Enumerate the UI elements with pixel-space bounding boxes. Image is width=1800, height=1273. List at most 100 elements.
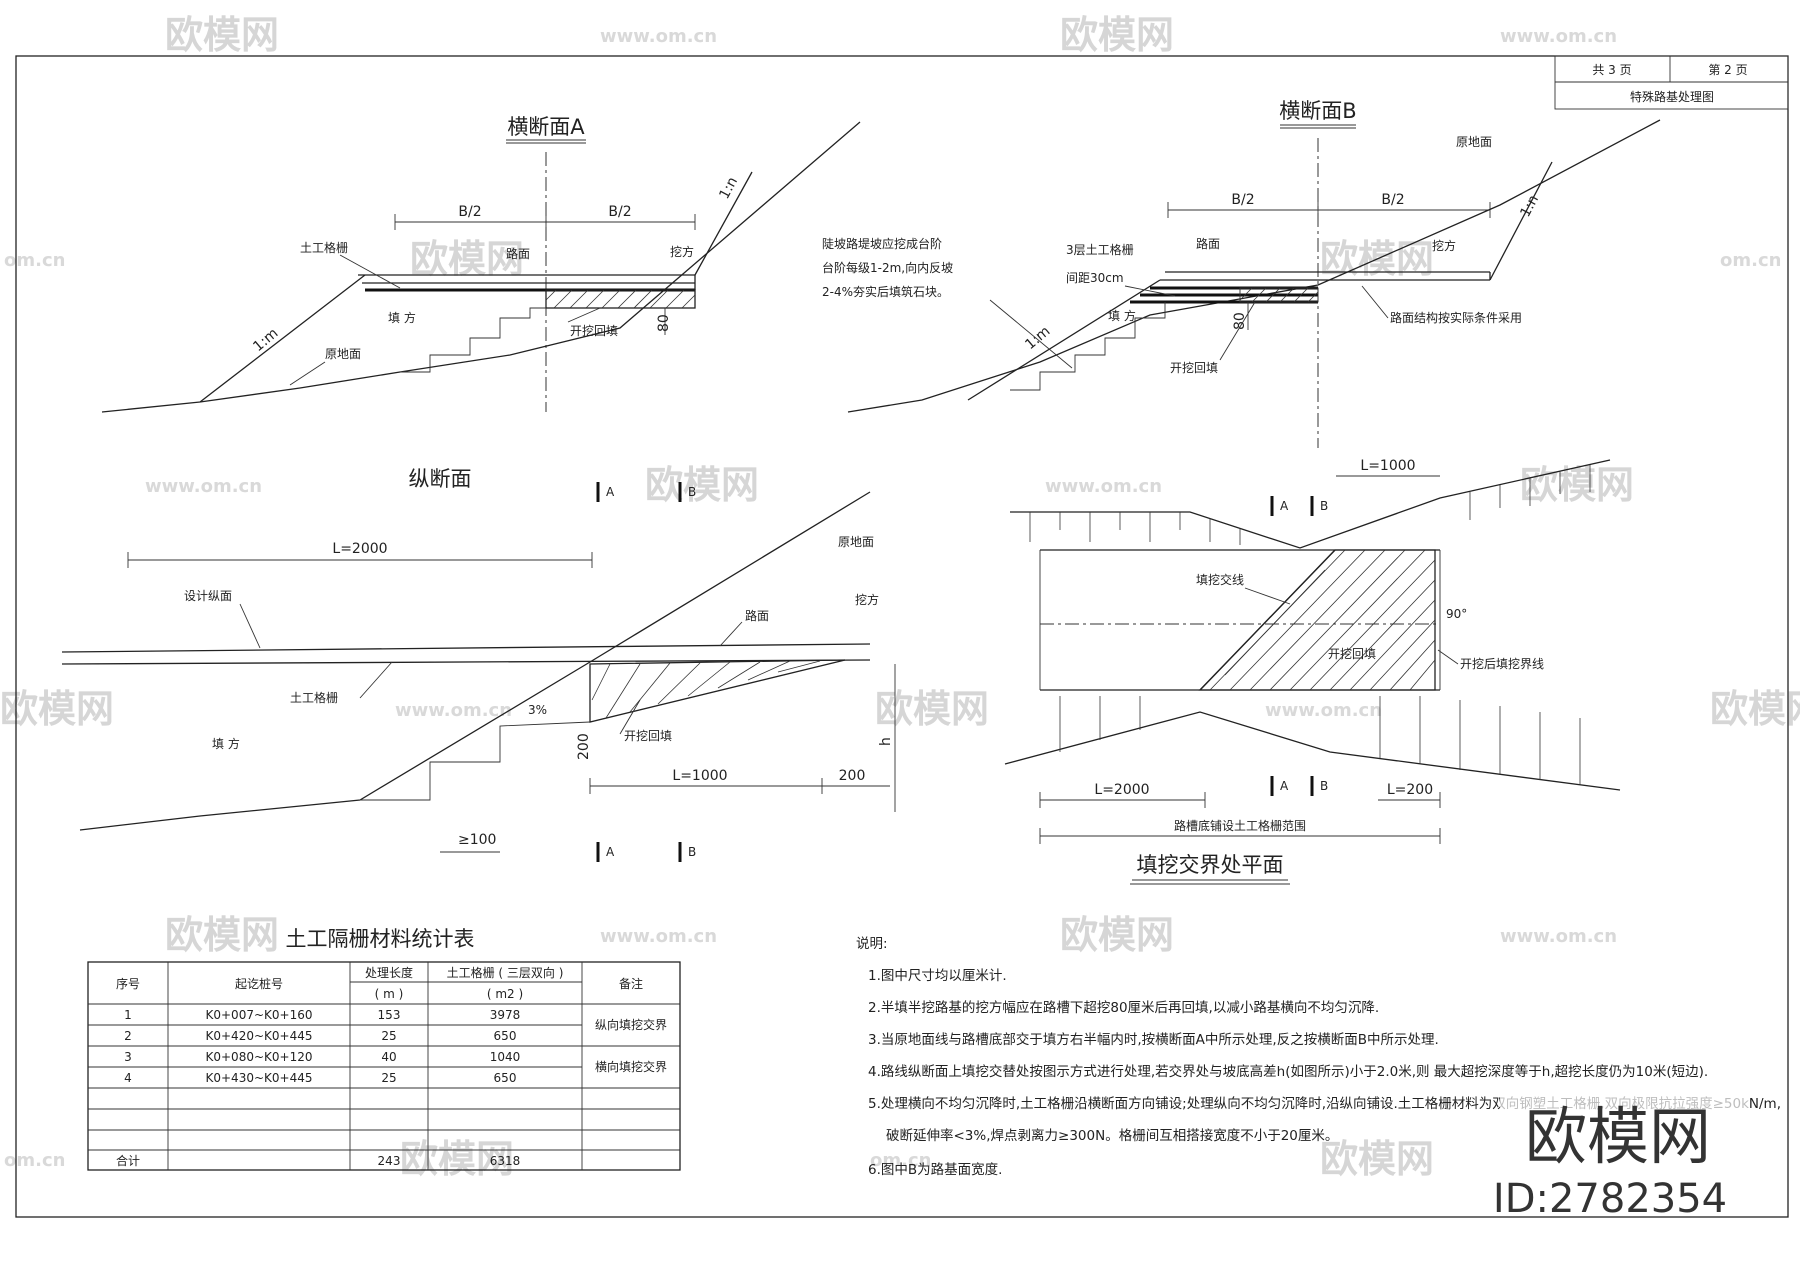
watermark-logo: 欧模网: [875, 687, 989, 731]
table-row: 4 K0+430~K0+445 25 650: [124, 1071, 516, 1085]
watermark-url: www.om.cn: [1045, 476, 1162, 497]
height-label: h: [878, 737, 894, 746]
marker-b-label: B: [688, 845, 696, 859]
brand-logo: 欧模网: [1525, 1100, 1711, 1173]
cell-grid: 3978: [490, 1008, 521, 1022]
benching-steps: [400, 307, 546, 373]
cross-section-b: 横断面B B/2 B/2 80 原: [822, 99, 1661, 448]
note-item: 破断延伸率<3%,焊点剥离力≥300N。格栅间互相搭接宽度不小于20厘米。: [886, 1127, 1338, 1144]
watermark-logo: 欧模网: [410, 237, 524, 281]
marker-b-label: B: [1320, 779, 1328, 793]
dim-half-left: B/2: [1231, 192, 1254, 208]
cell-station: K0+007~K0+160: [206, 1008, 313, 1022]
watermark-logo: 欧模网: [1520, 463, 1634, 507]
leader-line: [1124, 285, 1176, 297]
brand-id: ID:2782354: [1493, 1176, 1727, 1222]
marker-a-label: A: [606, 845, 615, 859]
cell-grid: 1040: [490, 1050, 521, 1064]
watermark-url: www.om.cn: [145, 476, 262, 497]
header-no: 序号: [116, 976, 140, 991]
watermark-logo: 欧模网: [645, 463, 759, 507]
grade-label: 3%: [528, 703, 547, 717]
dim-half-left: B/2: [458, 204, 481, 220]
watermark-url: om.cn: [4, 1150, 65, 1171]
total-grid: 6318: [490, 1154, 521, 1168]
backfill-label: 开挖回填: [624, 728, 672, 743]
watermark-logo: 欧模网: [400, 1137, 514, 1181]
marker-b-label: B: [1320, 499, 1328, 513]
header-station: 起讫桩号: [235, 976, 283, 991]
note-item: 2.半填半挖路基的挖方幅应在路槽下超挖80厘米后再回填,以减小路基横向不均匀沉降…: [868, 999, 1379, 1016]
brand-backdrop: [1500, 1086, 1750, 1216]
header-length-unit: ( m ): [375, 987, 404, 1001]
watermark-url: om.cn: [4, 250, 65, 271]
fill-cut-line: [1199, 549, 1336, 691]
table-row: 2 K0+420~K0+445 25 650: [124, 1029, 516, 1043]
watermark-logo: 欧模网: [1060, 913, 1174, 957]
cell-length: 25: [381, 1029, 396, 1043]
note-item: 3.当原地面线与路槽底部交于填方右半幅内时,按横断面A中所示处理,反之按横断面B…: [868, 1031, 1439, 1048]
cell-station: K0+430~K0+445: [206, 1071, 313, 1085]
header-grid-unit: ( m2 ): [487, 987, 523, 1001]
watermark-logo: 欧模网: [165, 913, 279, 957]
backfill-hatch: [1239, 287, 1319, 303]
backfill-hatch: [1209, 549, 1436, 691]
table-row: 3 K0+080~K0+120 40 1040: [124, 1050, 520, 1064]
note-item: 6.图中B为路基面宽度.: [868, 1161, 1002, 1178]
header-remark: 备注: [619, 976, 643, 991]
cut-slope-label: 1:n: [1517, 193, 1542, 220]
dim-half-right: B/2: [608, 204, 631, 220]
cell-length: 153: [378, 1008, 401, 1022]
backfill-zone: [1239, 287, 1319, 303]
watermark-url: www.om.cn: [1500, 26, 1617, 47]
cell-length: 25: [381, 1071, 396, 1085]
length-left: L=2000: [1094, 782, 1149, 798]
cell-station: K0+420~K0+445: [206, 1029, 313, 1043]
watermark-logo: 欧模网: [1060, 13, 1174, 57]
leader-line: [719, 621, 743, 647]
watermark-url: www.om.cn: [1265, 700, 1382, 721]
cut-slope: [1489, 161, 1553, 281]
notes-heading: 说明:: [856, 936, 888, 952]
watermark-url: om.cn: [870, 1150, 931, 1171]
backfill-label: 开挖回填: [570, 323, 618, 338]
total-pages: 共 3 页: [1592, 63, 1631, 77]
design-profile-line: [61, 643, 871, 653]
benching-steps: [360, 721, 591, 801]
cell-no: 3: [124, 1050, 132, 1064]
leader-line: [989, 299, 1073, 369]
bench-note-line: 台阶每级1-2m,向内反坡: [822, 260, 953, 275]
watermark-logo: 欧模网: [1710, 687, 1800, 731]
backfill-label: 开挖回填: [1170, 360, 1218, 375]
cell-length: 40: [381, 1050, 396, 1064]
drawing-name: 特殊路基处理图: [1630, 89, 1714, 104]
geogrid-range-label: 路槽底铺设土工格栅范围: [1174, 818, 1306, 833]
section-a-title: 横断面A: [507, 115, 585, 139]
cell-station: K0+080~K0+120: [206, 1050, 313, 1064]
remark-longitudinal: 纵向填挖交界: [595, 1017, 667, 1032]
watermark-url: www.om.cn: [1500, 926, 1617, 947]
pavement-bottom-line: [61, 659, 871, 665]
fill-label: 填 方: [388, 310, 416, 325]
depth-label: 200: [576, 733, 592, 760]
leader-line: [359, 661, 393, 699]
leader-line: [1437, 649, 1459, 665]
leader-line: [339, 254, 401, 289]
marker-a-label: A: [606, 485, 615, 499]
length-top: L=1000: [1360, 458, 1415, 474]
remark-transverse: 横向填挖交界: [595, 1059, 667, 1074]
note-item: 4.路线纵断面上填挖交替处按图示方式进行处理,若交界处与坡底高差h(如图所示)小…: [868, 1063, 1708, 1080]
marker-a-label: A: [1280, 779, 1289, 793]
longitudinal-section: 纵断面 L=2000 设计纵面 原地面 挖方 路面 土工格栅 3%: [61, 467, 896, 862]
watermark-url: www.om.cn: [395, 700, 512, 721]
plan-view: 填挖交界处平面: [1004, 458, 1621, 885]
leader-line: [1361, 285, 1389, 319]
table-row: 1 K0+007~K0+160 153 3978: [124, 1008, 520, 1022]
cell-no: 1: [124, 1008, 132, 1022]
boundary-after-label: 开挖后填挖界线: [1460, 656, 1544, 671]
backfill-hatch: [591, 660, 821, 719]
backfill-zone: [545, 289, 696, 309]
pavement-label: 路面: [1196, 236, 1220, 251]
table-title: 土工隔栅材料统计表: [286, 927, 475, 951]
cut-slope: [694, 171, 753, 276]
